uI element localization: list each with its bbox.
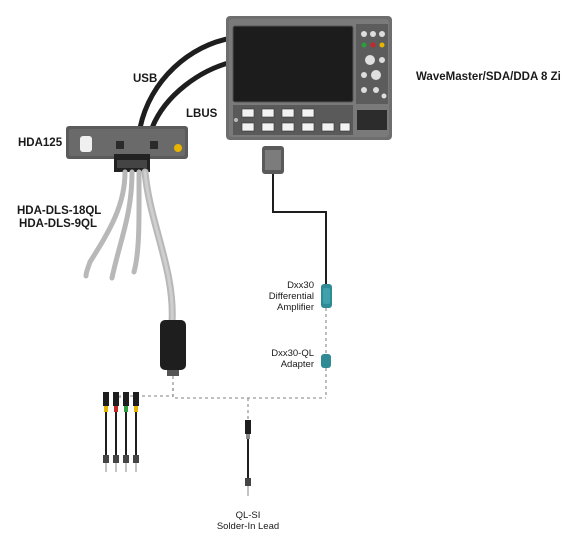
dashed-connection-lines — [119, 376, 326, 420]
ql-si-solder-in-lead — [245, 420, 251, 496]
dxx30-differential-amplifier — [321, 284, 332, 308]
ql-si-label: QL-SI Solder-In Lead — [208, 510, 288, 532]
solder-in-lead-set — [103, 392, 139, 472]
ql-si-label-line2: Solder-In Lead — [216, 521, 280, 532]
lbus-cable — [149, 59, 235, 131]
hda125-label: HDA125 — [18, 137, 63, 149]
oscilloscope — [226, 16, 392, 140]
dxx30-label-line3: Amplifier — [277, 302, 314, 313]
dxx30-ql-adapter — [321, 354, 331, 368]
lbus-label: LBUS — [186, 108, 218, 120]
usb-label: USB — [133, 73, 158, 85]
hda-dls-18ql-label: HDA-DLS-18QL — [17, 205, 102, 217]
adapter-label-line1: Dxx30-QL — [271, 348, 314, 359]
ql-si-label-line1: QL-SI — [235, 510, 261, 521]
scope-label: WaveMaster/SDA/DDA 8 Zi — [416, 71, 561, 83]
usb-cable — [137, 35, 235, 131]
hda125-module — [66, 126, 188, 159]
adapter-label-line2: Adapter — [280, 359, 314, 370]
hda-dls-cable — [83, 154, 176, 326]
dxx30-label-line1: Dxx30 — [287, 280, 314, 291]
hda-dls-9ql-label: HDA-DLS-9QL — [19, 218, 97, 230]
dxx30-amplifier-cable — [262, 146, 327, 284]
ql-connector-block — [160, 320, 186, 376]
dxx30-ql-adapter-label: Dxx30-QL Adapter — [252, 348, 314, 370]
scope-knobs — [361, 31, 387, 99]
dxx30-amplifier-label: Dxx30 Differential Amplifier — [252, 280, 314, 313]
dxx30-label-line2: Differential — [268, 291, 314, 302]
scope-screen — [232, 25, 354, 103]
scope-input-connectors — [241, 108, 351, 132]
